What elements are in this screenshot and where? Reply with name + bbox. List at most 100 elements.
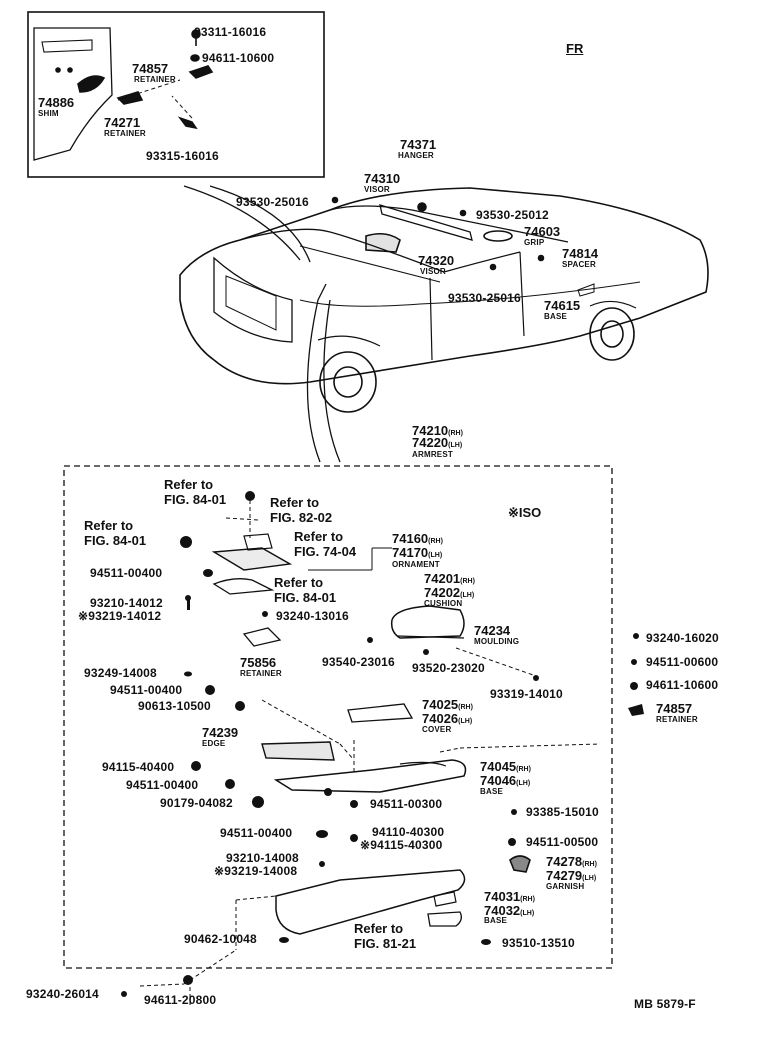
reference-figure: FIG. 84-01 bbox=[274, 590, 337, 605]
part-number-label: 93530-25016 bbox=[236, 195, 309, 209]
reference-figure: FIG. 74-04 bbox=[294, 544, 357, 559]
reference-figure: FIG. 81-21 bbox=[354, 936, 417, 951]
fastener-label: 94511-00600 bbox=[646, 655, 719, 669]
part-name-label: RETAINER bbox=[104, 129, 146, 138]
front-wheel bbox=[319, 351, 377, 413]
fastener-label: 93540-23016 bbox=[322, 655, 395, 669]
fastener-label: 90179-04082 bbox=[160, 796, 233, 810]
fastener-label: ※93219-14008 bbox=[214, 864, 298, 878]
fastener-label: 93240-16020 bbox=[646, 631, 719, 645]
armrest-lh-label: 74220(LH) bbox=[412, 435, 463, 450]
part-number-label: 74234 bbox=[474, 623, 511, 638]
inset-door-panel bbox=[33, 27, 113, 161]
fastener-label: 94511-00400 bbox=[110, 683, 183, 697]
part-number-label: 93311-16016 bbox=[194, 25, 267, 39]
reference-prefix: Refer to bbox=[84, 518, 134, 533]
pair-rh-label: 74045(RH) bbox=[480, 759, 531, 774]
pair-rh-label: 74278(RH) bbox=[546, 854, 597, 869]
iso-note: ※ISO bbox=[508, 505, 542, 520]
fastener-label: 90462-10048 bbox=[184, 932, 257, 946]
reference-figure: FIG. 82-02 bbox=[270, 510, 333, 525]
fastener-label: 94511-00400 bbox=[220, 826, 293, 840]
fastener-label: 94611-20800 bbox=[144, 993, 217, 1007]
fastener-label: 93510-13510 bbox=[502, 936, 575, 950]
part-name-label: SPACER bbox=[562, 260, 596, 269]
pair-lh-label: 74046(LH) bbox=[480, 773, 531, 788]
part-number-label: 74310 bbox=[364, 171, 401, 186]
pair-lh-label: 74026(LH) bbox=[422, 711, 473, 726]
part-number-label: 75856 bbox=[240, 655, 277, 670]
fastener-label: 94110-40300 bbox=[372, 825, 445, 839]
fastener-label: ※93219-14012 bbox=[78, 609, 162, 623]
part-number-label: 74886 bbox=[38, 95, 75, 110]
part-number-label: 74814 bbox=[562, 246, 599, 261]
part-number-label: 74857 bbox=[656, 701, 693, 716]
inset-frame bbox=[27, 11, 325, 178]
fastener-label: 93385-15010 bbox=[526, 805, 599, 819]
fastener-label: 94511-00400 bbox=[90, 566, 163, 580]
fastener-label: 90613-10500 bbox=[138, 699, 211, 713]
part-number-label: 93315-16016 bbox=[146, 149, 219, 163]
part-name-label: RETAINER bbox=[656, 715, 698, 724]
part-name-label: GRIP bbox=[524, 238, 545, 247]
part-name-label: VISOR bbox=[420, 267, 446, 276]
part-name-label: CUSHION bbox=[424, 599, 463, 608]
reference-prefix: Refer to bbox=[270, 495, 320, 510]
part-number-label: 93530-25016 bbox=[448, 291, 521, 305]
fastener-label: 94511-00300 bbox=[370, 797, 443, 811]
armrest-rh-label: 74210(RH) bbox=[412, 423, 463, 438]
part-name-label: COVER bbox=[422, 725, 452, 734]
cover bbox=[347, 703, 414, 723]
part-number-label: 74371 bbox=[400, 137, 437, 152]
part-name-label: MOULDING bbox=[474, 637, 520, 646]
part-number-label: 74239 bbox=[202, 725, 239, 740]
car-body bbox=[179, 187, 709, 385]
part-number-label: 74271 bbox=[104, 115, 141, 130]
ornament bbox=[211, 547, 293, 571]
reference-figure: FIG. 84-01 bbox=[164, 492, 227, 507]
pair-rh-label: 74031(RH) bbox=[484, 889, 535, 904]
part-name-label: HANGER bbox=[398, 151, 434, 160]
pair-lh-label: 74202(LH) bbox=[424, 585, 475, 600]
part-name-label: ORNAMENT bbox=[392, 560, 440, 569]
reference-prefix: Refer to bbox=[354, 921, 404, 936]
armrest-base bbox=[273, 759, 467, 793]
pair-rh-label: 74025(RH) bbox=[422, 697, 473, 712]
fastener-label: 93319-14010 bbox=[490, 687, 563, 701]
part-number-label: 93530-25012 bbox=[476, 208, 549, 222]
fastener-label: 93210-14012 bbox=[90, 596, 163, 610]
reference-prefix: Refer to bbox=[294, 529, 344, 544]
fastener-label: 93240-26014 bbox=[26, 987, 99, 1001]
part-number-label: 74857 bbox=[132, 61, 169, 76]
pair-lh-label: 74170(LH) bbox=[392, 545, 443, 560]
part-name-label: GARNISH bbox=[546, 882, 585, 891]
fastener-label: 94511-00500 bbox=[526, 835, 599, 849]
diagram-id: MB 5879-F bbox=[634, 997, 696, 1011]
part-name-label: RETAINER bbox=[134, 75, 176, 84]
part-name-label: BASE bbox=[484, 916, 508, 925]
pair-lh-label: 74279(LH) bbox=[546, 868, 597, 883]
part-number-label: 74615 bbox=[544, 298, 581, 313]
reference-prefix: Refer to bbox=[164, 477, 214, 492]
part-name-label: ARMREST bbox=[412, 450, 453, 459]
fastener-label: 94511-00400 bbox=[126, 778, 199, 792]
part-name-label: VISOR bbox=[364, 185, 390, 194]
pair-lh-label: 74032(LH) bbox=[484, 903, 535, 918]
fastener-label: 93520-23020 bbox=[412, 661, 485, 675]
part-number-label: 74320 bbox=[418, 253, 455, 268]
part-number-label: 74603 bbox=[524, 224, 561, 239]
fastener-label: 93249-14008 bbox=[84, 666, 157, 680]
cushion bbox=[390, 605, 465, 639]
fastener-label: 94115-40400 bbox=[102, 760, 175, 774]
armrest-frame bbox=[63, 465, 613, 969]
part-number-label: 94611-10600 bbox=[202, 51, 275, 65]
edge bbox=[261, 741, 335, 761]
pair-rh-label: 74201(RH) bbox=[424, 571, 475, 586]
reference-prefix: Refer to bbox=[274, 575, 324, 590]
part-name-label: BASE bbox=[480, 787, 504, 796]
reference-figure: FIG. 84-01 bbox=[84, 533, 147, 548]
part-name-label: EDGE bbox=[202, 739, 226, 748]
fastener-label: 93240-13016 bbox=[276, 609, 349, 623]
part-name-label: SHIM bbox=[38, 109, 59, 118]
